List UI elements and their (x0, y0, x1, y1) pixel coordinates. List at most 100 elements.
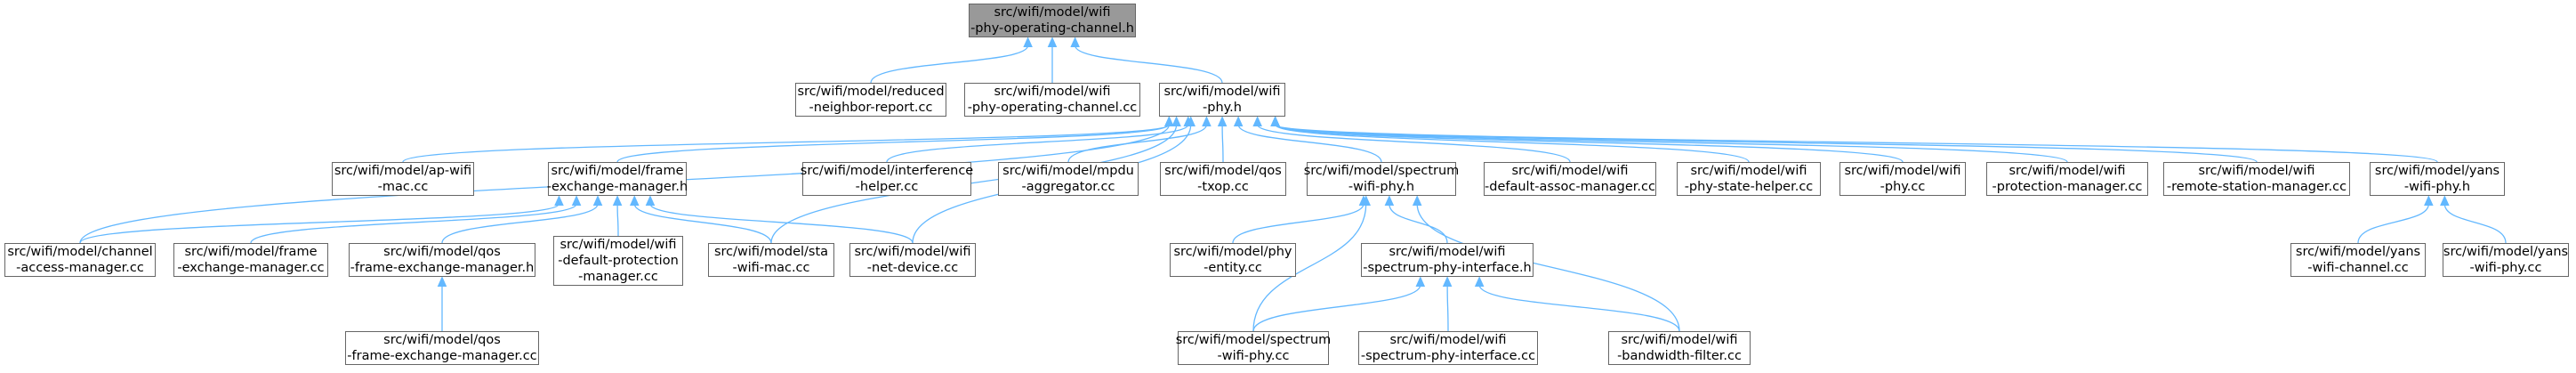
node-qos-txop-cc[interactable]: src/wifi/model/qos -txop.cc (1160, 162, 1286, 196)
node-label: -phy-operating-channel.h (970, 21, 1134, 36)
node-wifi-phy-h[interactable]: src/wifi/model/wifi -phy.h (1159, 83, 1285, 117)
node-label: src/wifi/model/wifi (1511, 164, 1629, 178)
edge-wifi_phy_h-frame_exchange_manager_h (616, 124, 1171, 163)
node-label: src/wifi/model/interference (800, 164, 974, 178)
node-label: -exchange-manager.h (546, 180, 688, 194)
node-label: src/wifi/model/wifi (1690, 164, 1807, 178)
edge-wifi_phy_h-yans_wifi_phy_h (1274, 124, 2438, 163)
node-label: -txop.cc (1197, 180, 1249, 194)
edge-wifi_phy_h-sta_wifi_mac_cc (770, 124, 1178, 244)
node-interference-helper-cc[interactable]: src/wifi/model/interference -helper.cc (800, 162, 974, 196)
node-label: -wifi-mac.cc (732, 261, 810, 275)
node-wifi-net-device-cc[interactable]: src/wifi/model/wifi -net-device.cc (849, 243, 976, 277)
node-mpdu-aggregator-cc[interactable]: src/wifi/model/mpdu -aggregator.cc (998, 162, 1139, 196)
node-wifi-default-protection-manager-cc[interactable]: src/wifi/model/wifi -default-protection … (553, 236, 683, 286)
node-label: -mac.cc (377, 180, 429, 194)
arrowhead-spectrum_phy_interface_h-spectrum_wifi_phy_cc (1415, 276, 1426, 287)
arrowhead-wifi_phy_h-qos_txop_cc (1217, 116, 1228, 126)
node-wifi-spectrum-phy-interface-cc[interactable]: src/wifi/model/wifi -spectrum-phy-interf… (1358, 331, 1538, 365)
node-label: src/wifi/model/phy (1173, 245, 1292, 259)
edge-wifi_phy_h-wifi_phy_cc (1274, 124, 1904, 163)
arrowhead-frame_exchange_manager_h-default_protection_manager_cc (612, 195, 623, 206)
node-label: src/wifi/model/channel (7, 245, 153, 259)
arrowhead-root-phy_operating_channel_cc (1047, 36, 1058, 47)
arrowhead-wifi_phy_h-spectrum_wifi_phy_h (1233, 116, 1244, 126)
node-label: -remote-station-manager.cc (2166, 180, 2347, 194)
node-frame-exchange-manager-h[interactable]: src/wifi/model/frame -exchange-manager.h (546, 162, 688, 196)
edge-wifi_phy_h-interference_helper_cc (886, 124, 1189, 163)
edge-spectrum_phy_interface_h-bandwidth_filter_cc (1478, 284, 1680, 332)
edge-wifi_phy_h-default_assoc_manager_cc (1257, 124, 1571, 163)
node-label: -frame-exchange-manager.h (350, 261, 535, 275)
arrowhead-spectrum_wifi_phy_h-bandwidth_filter_cc (1412, 195, 1422, 206)
node-frame-exchange-manager-cc[interactable]: src/wifi/model/frame -exchange-manager.c… (173, 243, 328, 277)
node-reduced-neighbor-report-cc[interactable]: src/wifi/model/reduced -neighbor-report.… (795, 83, 946, 117)
node-wifi-phy-cc[interactable]: src/wifi/model/wifi -phy.cc (1839, 162, 1966, 196)
node-label: -phy-operating-channel.cc (967, 101, 1138, 115)
edge-wifi_phy_h-protection_manager_cc (1274, 124, 2068, 163)
arrowhead-frame_exchange_manager_h-qos_frame_exchange_manager_h (592, 195, 603, 206)
node-label: -spectrum-phy-interface.cc (1360, 349, 1536, 363)
node-label: -entity.cc (1203, 261, 1262, 275)
arrowhead-wifi_phy_h-default_assoc_manager_cc (1252, 116, 1262, 126)
arrowhead-wifi_phy_h-yans_wifi_phy_h (1270, 116, 1280, 126)
node-wifi-protection-manager-cc[interactable]: src/wifi/model/wifi -protection-manager.… (1986, 162, 2148, 196)
arrowhead-yans_wifi_phy_h-yans_wifi_phy_cc (2440, 195, 2450, 206)
arrowhead-frame_exchange_manager_h-sta_wifi_mac_cc (630, 195, 640, 206)
edge-frame_exchange_manager_h-channel_access_manager_cc (79, 203, 560, 244)
node-label: src/wifi/model/wifi (1163, 85, 1281, 99)
node-label: -phy.cc (1880, 180, 1926, 194)
node-label: -wifi-channel.cc (2307, 261, 2409, 275)
node-wifi-spectrum-phy-interface-h[interactable]: src/wifi/model/wifi -spectrum-phy-interf… (1361, 243, 1534, 277)
node-label: src/wifi/model/wifi (1389, 245, 1506, 259)
node-qos-frame-exchange-manager-h[interactable]: src/wifi/model/qos -frame-exchange-manag… (349, 243, 535, 277)
node-label: src/wifi/model/wifi (994, 5, 1111, 20)
node-label: -bandwidth-filter.cc (1617, 349, 1742, 363)
node-ap-wifi-mac-cc[interactable]: src/wifi/model/ap-wifi -mac.cc (332, 162, 474, 196)
edge-wifi_phy_h-remote_station_manager_cc (1274, 124, 2258, 163)
node-spectrum-wifi-phy-cc[interactable]: src/wifi/model/spectrum -wifi-phy.cc (1176, 331, 1331, 365)
node-label: -phy-state-helper.cc (1684, 180, 1814, 194)
node-label: src/wifi/model/wifi (1621, 333, 1738, 347)
edge-wifi_phy_h-mpdu_aggregator_cc (1067, 124, 1208, 163)
node-label: src/wifi/model/mpdu (1002, 164, 1134, 178)
node-label: src/wifi/model/wifi (994, 85, 1111, 99)
arrowhead-spectrum_wifi_phy_h-spectrum_wifi_phy_cc (1361, 195, 1371, 206)
edge-frame_exchange_manager_h-default_protection_manager_cc (616, 203, 619, 237)
node-label: -wifi-phy.cc (1217, 349, 1290, 363)
edge-frame_exchange_manager_h-sta_wifi_mac_cc (633, 203, 772, 244)
node-label: src/wifi/model/frame (184, 245, 318, 259)
edge-wifi_phy_h-phy_state_helper_cc (1274, 124, 1750, 163)
node-wifi-phy-state-helper-cc[interactable]: src/wifi/model/wifi -phy-state-helper.cc (1677, 162, 1821, 196)
arrowhead-yans_wifi_phy_h-yans_wifi_channel_cc (2424, 195, 2434, 206)
node-wifi-phy-operating-channel-cc[interactable]: src/wifi/model/wifi -phy-operating-chann… (964, 83, 1140, 117)
node-label: -net-device.cc (866, 261, 959, 275)
arrowhead-frame_exchange_manager_h-frame_exchange_manager_cc (571, 195, 582, 206)
node-sta-wifi-mac-cc[interactable]: src/wifi/model/sta -wifi-mac.cc (708, 243, 834, 277)
node-label: src/wifi/model/wifi (2008, 164, 2126, 178)
edge-spectrum_phy_interface_h-spectrum_wifi_phy_cc (1252, 284, 1421, 332)
edge-frame_exchange_manager_h-frame_exchange_manager_cc (250, 203, 577, 244)
node-phy-entity-cc[interactable]: src/wifi/model/phy -entity.cc (1170, 243, 1296, 277)
node-label: src/wifi/model/sta (713, 245, 829, 259)
node-yans-wifi-phy-h[interactable]: src/wifi/model/yans -wifi-phy.h (2370, 162, 2505, 196)
node-wifi-bandwidth-filter-cc[interactable]: src/wifi/model/wifi -bandwidth-filter.cc (1608, 331, 1751, 365)
node-label: src/wifi/model/reduced (797, 85, 945, 99)
node-label: -helper.cc (855, 180, 919, 194)
node-wifi-remote-station-manager-cc[interactable]: src/wifi/model/wifi -remote-station-mana… (2163, 162, 2350, 196)
node-label: src/wifi/model/yans (2374, 164, 2500, 178)
node-spectrum-wifi-phy-h[interactable]: src/wifi/model/spectrum -wifi-phy.h (1304, 162, 1459, 196)
node-label: -wifi-phy.h (1348, 180, 1415, 194)
node-yans-wifi-channel-cc[interactable]: src/wifi/model/yans -wifi-channel.cc (2290, 243, 2426, 277)
node-label: -aggregator.cc (1021, 180, 1115, 194)
edge-yans_wifi_phy_h-yans_wifi_channel_cc (2357, 203, 2429, 244)
node-wifi-default-assoc-manager-cc[interactable]: src/wifi/model/wifi -default-assoc-manag… (1484, 162, 1656, 196)
node-label: -protection-manager.cc (1992, 180, 2143, 194)
node-yans-wifi-phy-cc[interactable]: src/wifi/model/yans -wifi-phy.cc (2443, 243, 2569, 277)
node-qos-frame-exchange-manager-cc[interactable]: src/wifi/model/qos -frame-exchange-manag… (345, 331, 539, 365)
node-channel-access-manager-cc[interactable]: src/wifi/model/channel -access-manager.c… (4, 243, 156, 277)
node-label: src/wifi/model/wifi (559, 238, 677, 252)
node-label: src/wifi/model/frame (551, 164, 684, 178)
